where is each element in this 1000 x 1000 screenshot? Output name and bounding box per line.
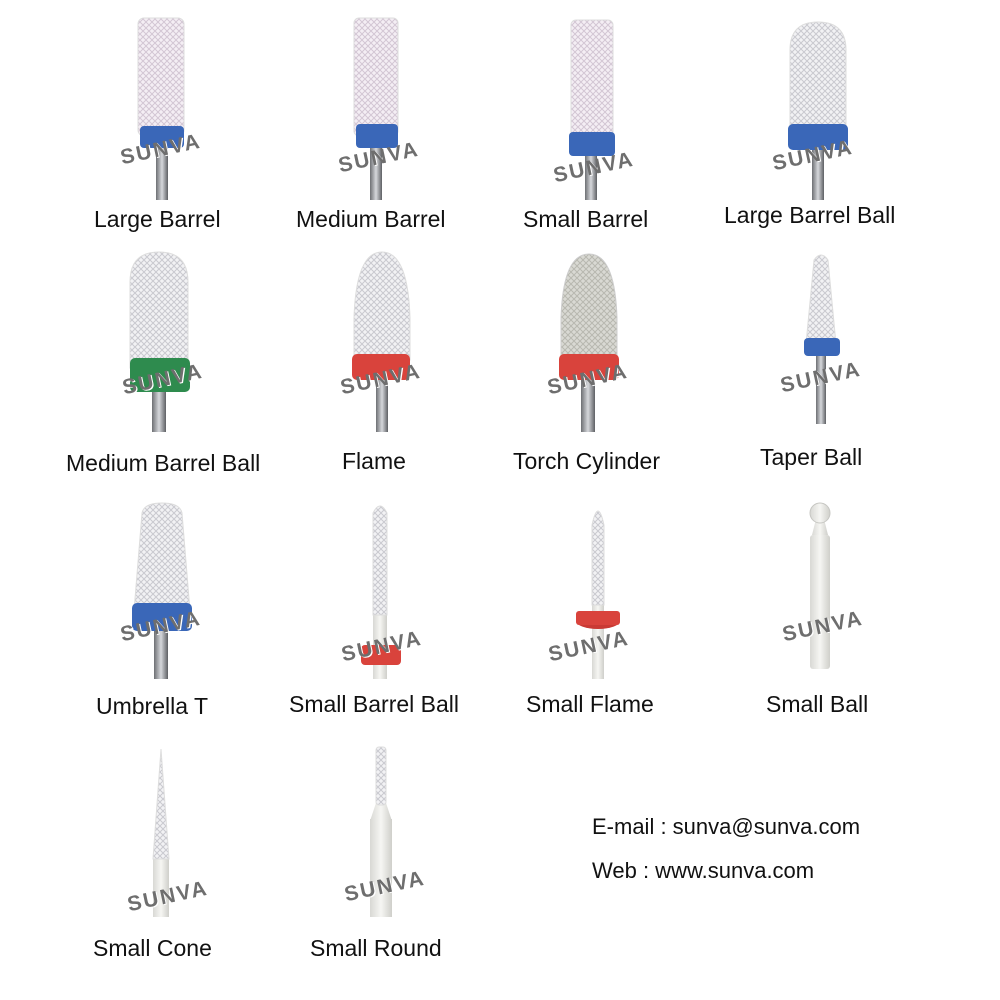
torch-cylinder-bit-icon bbox=[559, 253, 619, 432]
small-round-bit-icon bbox=[370, 746, 392, 917]
product-small-ball: SUNVA Small Ball bbox=[750, 495, 900, 730]
small-barrel-ball-bit-icon bbox=[361, 505, 401, 679]
product-label: Small Round bbox=[310, 935, 442, 961]
product-label: Small Barrel bbox=[523, 206, 649, 232]
product-label: Medium Barrel bbox=[296, 206, 446, 232]
product-label: Taper Ball bbox=[760, 444, 863, 470]
product-small-round: SUNVA Small Round bbox=[300, 745, 480, 980]
medium-barrel-bit-icon bbox=[353, 17, 399, 200]
product-label: Small Cone bbox=[93, 935, 212, 961]
product-label: Torch Cylinder bbox=[513, 448, 660, 474]
product-label: Umbrella T bbox=[96, 693, 209, 719]
product-label: Flame bbox=[342, 448, 406, 474]
product-flame: SUNVA Flame bbox=[320, 248, 460, 483]
product-label: Small Ball bbox=[766, 691, 869, 717]
contact-email: E-mail : sunva@sunva.com bbox=[592, 814, 861, 839]
product-small-flame: SUNVA Small Flame bbox=[520, 495, 680, 730]
product-medium-barrel-ball: SUNVA Medium Barrel Ball bbox=[60, 248, 290, 483]
product-small-cone: SUNVA Small Cone bbox=[85, 745, 245, 980]
product-label: Large Barrel Ball bbox=[724, 202, 896, 228]
product-label: Small Barrel Ball bbox=[289, 691, 459, 717]
product-medium-barrel: SUNVA Medium Barrel bbox=[290, 10, 470, 240]
product-large-barrel: SUNVA Large Barrel bbox=[80, 10, 250, 240]
small-flame-bit-icon bbox=[576, 510, 620, 679]
taper-ball-bit-icon bbox=[804, 254, 840, 424]
product-taper-ball: SUNVA Taper Ball bbox=[750, 248, 900, 483]
product-torch-cylinder: SUNVA Torch Cylinder bbox=[505, 248, 695, 483]
umbrella-t-bit-icon bbox=[132, 502, 192, 679]
product-umbrella-t: SUNVA Umbrella T bbox=[90, 495, 250, 730]
contact-web: Web : www.sunva.com bbox=[592, 858, 815, 883]
product-label: Large Barrel bbox=[94, 206, 221, 232]
product-small-barrel-ball: SUNVA Small Barrel Ball bbox=[285, 495, 485, 730]
product-label: Medium Barrel Ball bbox=[66, 450, 261, 476]
product-label: Small Flame bbox=[526, 691, 654, 717]
large-barrel-ball-bit-icon bbox=[788, 21, 848, 200]
small-ball-bit-icon bbox=[809, 502, 831, 669]
large-barrel-bit-icon bbox=[137, 17, 185, 200]
product-large-barrel-ball: SUNVA Large Barrel Ball bbox=[720, 10, 920, 240]
product-small-barrel: SUNVA Small Barrel bbox=[515, 10, 685, 240]
small-cone-bit-icon bbox=[152, 748, 170, 917]
flame-bit-icon bbox=[352, 251, 411, 432]
small-barrel-bit-icon bbox=[569, 19, 615, 200]
medium-barrel-ball-bit-icon bbox=[129, 251, 190, 432]
collar-blue bbox=[140, 126, 184, 148]
